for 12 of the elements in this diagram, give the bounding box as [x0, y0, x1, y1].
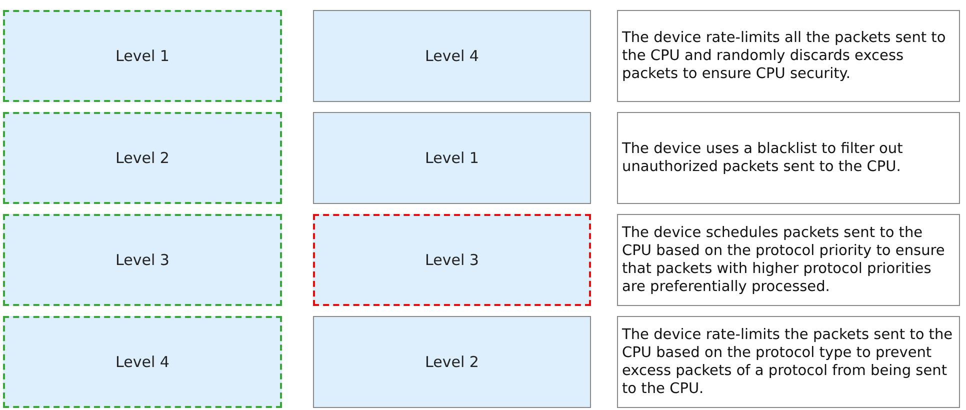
level-card: Level 4 — [313, 10, 591, 102]
level-card: Level 3 — [313, 214, 591, 306]
level-card: Level 4 — [3, 316, 282, 408]
description-box: The device rate-limits the packets sent to the CPU based on the protocol type to prevent excess packets of a protocol from being sent to the CPU. — [617, 316, 960, 408]
level-card: Level 3 — [3, 214, 282, 306]
description-box: The device schedules packets sent to the CPU based on the protocol priority to ensure that packets with higher protocol priorities are preferentially processed. — [617, 214, 960, 306]
level-card: Level 2 — [3, 112, 282, 204]
level-card: Level 1 — [313, 112, 591, 204]
level-card: Level 1 — [3, 10, 282, 102]
level-card: Level 2 — [313, 316, 591, 408]
description-box: The device uses a blacklist to filter out unauthorized packets sent to the CPU. — [617, 112, 960, 204]
description-box: The device rate-limits all the packets sent to the CPU and randomly discards excess packets to ensure CPU security. — [617, 10, 960, 102]
